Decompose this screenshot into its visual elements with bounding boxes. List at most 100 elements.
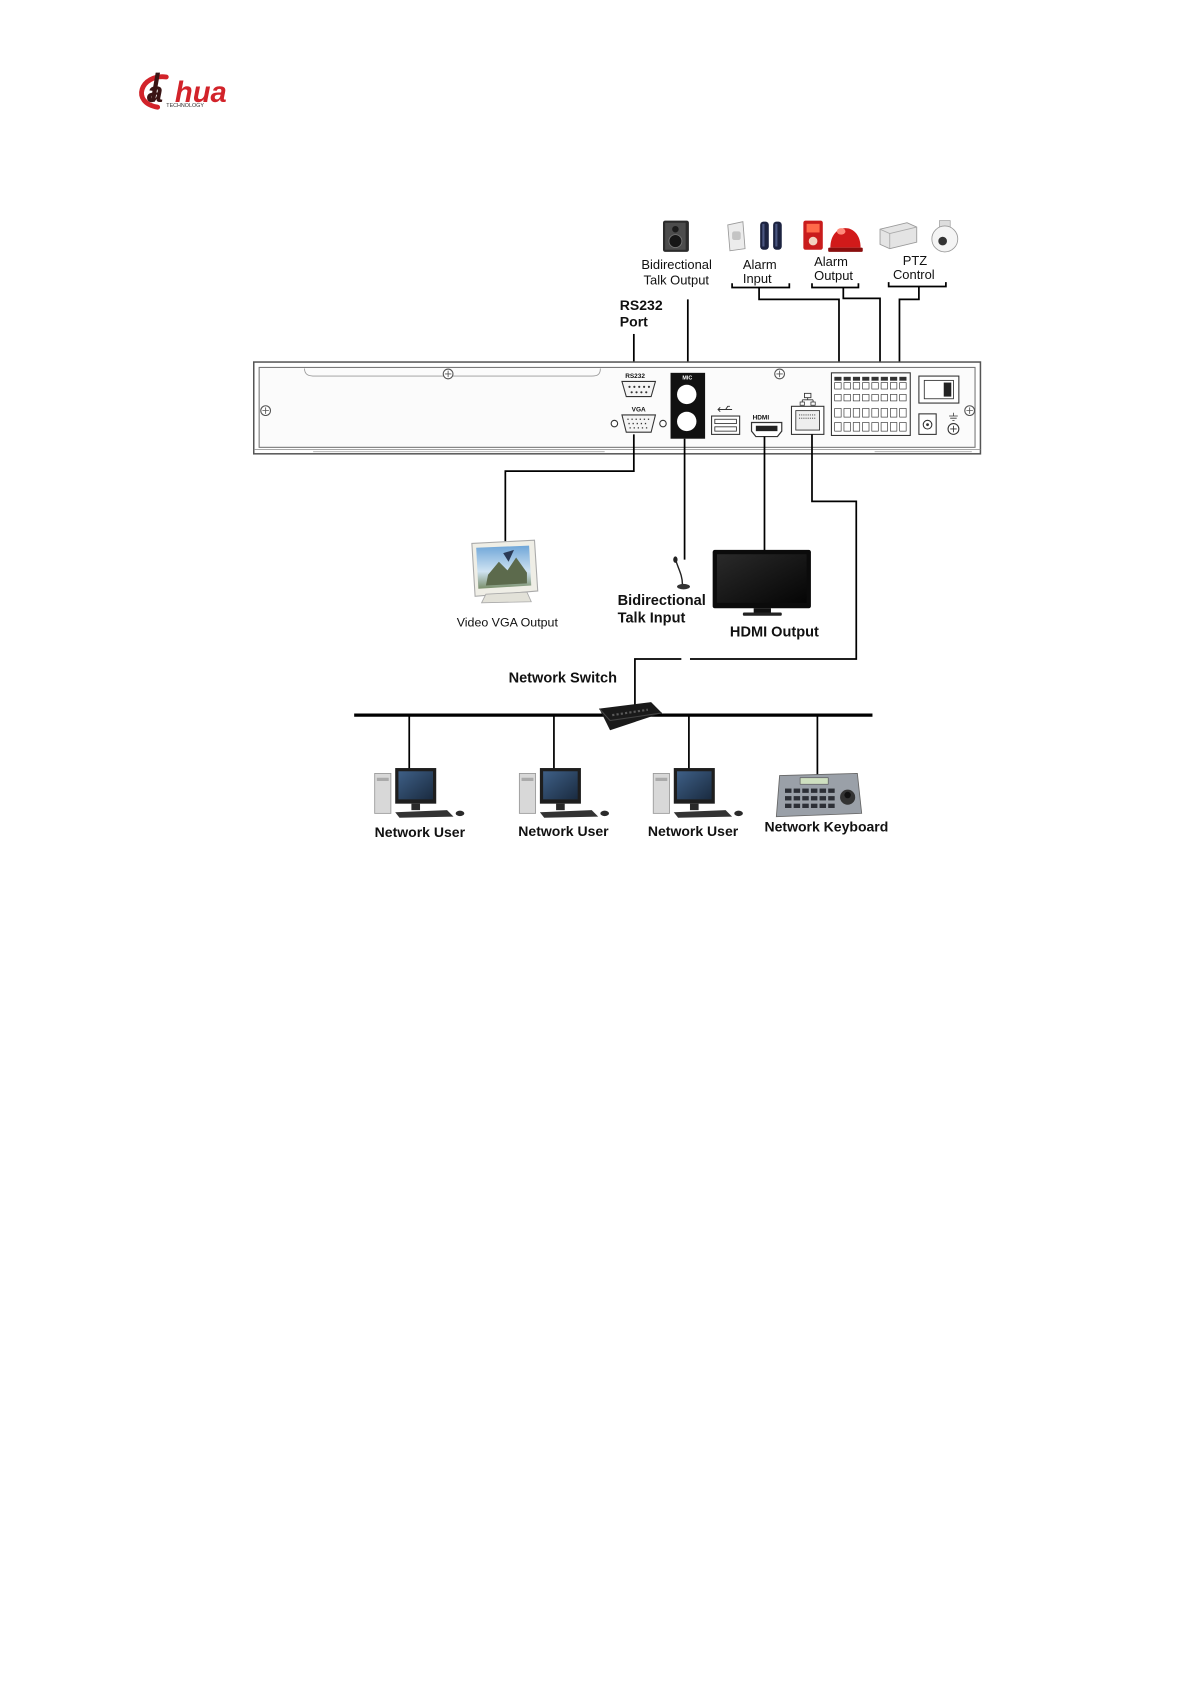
hdmi-tv-icon xyxy=(713,550,811,616)
terminal-pin xyxy=(881,423,887,432)
keyboard-button xyxy=(811,804,817,808)
network-keyboard-label: Network Keyboard xyxy=(764,819,888,835)
crt-monitor-icon xyxy=(472,540,538,603)
terminal-pin xyxy=(844,394,850,400)
terminal-pin xyxy=(853,394,859,400)
audio-out-jack xyxy=(677,385,696,404)
hdmi-output-label: HDMI Output xyxy=(730,624,819,640)
terminal-pin xyxy=(853,423,859,432)
terminal-pin xyxy=(863,394,869,400)
screw-icon xyxy=(443,369,453,379)
strobe-light-icon xyxy=(803,221,822,250)
dahua-logo: a hua TECHNOLOGY xyxy=(142,73,227,110)
screw-icon xyxy=(775,369,785,379)
nvr-rear-panel: RS232 VGA MIC xyxy=(254,362,981,454)
keyboard-lcd xyxy=(800,778,828,784)
terminal-pin xyxy=(844,423,850,432)
panel-hdmi-label: HDMI xyxy=(753,414,770,421)
screw-icon xyxy=(261,406,271,416)
keyboard-button xyxy=(794,796,800,800)
rj45-port xyxy=(791,406,823,434)
rs232-port xyxy=(622,381,655,396)
terminal-pin xyxy=(881,377,887,380)
keyboard-button xyxy=(785,789,791,793)
logo-tagline: TECHNOLOGY xyxy=(166,103,204,109)
terminal-pin xyxy=(900,423,906,432)
alarm-input-wire xyxy=(759,288,839,369)
terminal-pin xyxy=(835,423,841,432)
mic-in-jack xyxy=(677,412,696,431)
terminal-pin xyxy=(844,383,850,389)
keyboard-button xyxy=(802,804,808,808)
terminal-pin xyxy=(863,408,869,417)
ptz-control-label-line2: Control xyxy=(893,267,935,282)
keyboard-button xyxy=(802,796,808,800)
keyboard-button xyxy=(811,789,817,793)
terminal-pin xyxy=(890,408,896,417)
terminal-pin xyxy=(835,408,841,417)
terminal-pin xyxy=(890,377,896,380)
terminal-pin xyxy=(872,408,878,417)
terminal-pin xyxy=(900,383,906,389)
panel-mic-label: MIC xyxy=(682,375,692,381)
terminal-pin xyxy=(853,408,859,417)
dc-power-jack xyxy=(919,414,936,435)
alarm-input-label-line1: Alarm xyxy=(743,257,777,272)
terminal-pin xyxy=(863,377,869,380)
keyboard-button xyxy=(820,789,826,793)
ptz-wire xyxy=(899,286,918,368)
speaker-icon xyxy=(663,221,689,252)
keyboard-button xyxy=(811,796,817,800)
terminal-pin xyxy=(844,408,850,417)
terminal-pin xyxy=(835,383,841,389)
keyboard-button xyxy=(802,789,808,793)
network-user-computer-icon xyxy=(375,768,465,818)
network-user-label: Network User xyxy=(518,823,609,839)
alarm-output-label-line2: Output xyxy=(814,268,853,283)
terminal-pin xyxy=(835,394,841,400)
keyboard-button xyxy=(828,796,834,800)
ptz-control-label-line1: PTZ xyxy=(903,253,928,268)
terminal-pin xyxy=(890,423,896,432)
alarm-output-label-line1: Alarm xyxy=(814,254,848,269)
alarm-output-bracket xyxy=(812,283,858,287)
beam-sensor-icon xyxy=(760,222,782,250)
alarm-terminal-block xyxy=(831,373,910,436)
talk-input-label-line1: Bidirectional xyxy=(618,593,706,609)
talk-output-label-line2: Talk Output xyxy=(644,272,710,287)
power-switch xyxy=(919,376,959,403)
terminal-pin xyxy=(872,383,878,389)
talk-output-label-line1: Bidirectional xyxy=(641,257,712,272)
terminal-pin xyxy=(844,377,850,380)
terminal-pin xyxy=(835,377,841,380)
keyboard-button xyxy=(785,804,791,808)
keyboard-button xyxy=(820,804,826,808)
pir-sensor-icon xyxy=(728,222,745,251)
terminal-pin xyxy=(863,383,869,389)
network-user-computer-icon xyxy=(519,768,609,818)
hdmi-port xyxy=(752,423,782,437)
switch-uplink-wire xyxy=(635,659,681,705)
usb-ports xyxy=(712,416,740,434)
terminal-pin xyxy=(900,377,906,380)
ptz-camera-box-icon xyxy=(880,223,917,249)
rs232-port-label-line1: RS232 xyxy=(620,297,663,313)
keyboard-button xyxy=(794,804,800,808)
terminal-pin xyxy=(900,394,906,400)
keyboard-button xyxy=(820,796,826,800)
keyboard-button xyxy=(828,789,834,793)
terminal-pin xyxy=(890,394,896,400)
terminal-pin xyxy=(863,423,869,432)
network-keyboard-icon xyxy=(776,773,861,816)
network-user-label: Network User xyxy=(648,823,739,839)
panel-vga-label: VGA xyxy=(632,407,646,414)
network-switch-label: Network Switch xyxy=(509,671,617,687)
terminal-pin xyxy=(853,377,859,380)
talk-input-label-line2: Talk Input xyxy=(618,610,686,626)
network-user-computer-icon xyxy=(653,768,743,818)
terminal-pin xyxy=(872,377,878,380)
terminal-pin xyxy=(881,394,887,400)
terminal-pin xyxy=(881,408,887,417)
